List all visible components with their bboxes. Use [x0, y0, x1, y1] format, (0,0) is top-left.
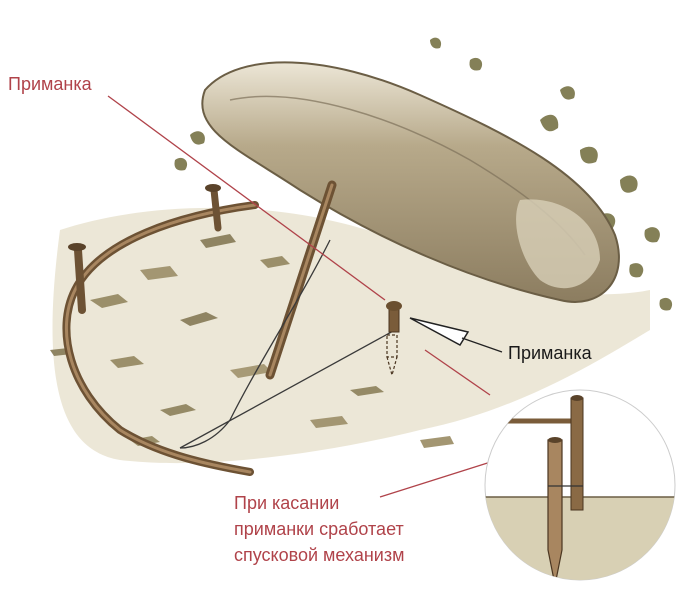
bait-label-right: Приманка	[508, 343, 592, 364]
bait-label-top: Приманка	[8, 74, 92, 95]
inset-detail	[480, 390, 680, 587]
trigger-caption: При касании приманки сработает спусковой…	[234, 490, 404, 568]
trigger-caption-line-3: спусковой механизм	[234, 542, 404, 568]
trigger-caption-line-1: При касании	[234, 490, 404, 516]
trigger-caption-line-2: приманки сработает	[234, 516, 404, 542]
